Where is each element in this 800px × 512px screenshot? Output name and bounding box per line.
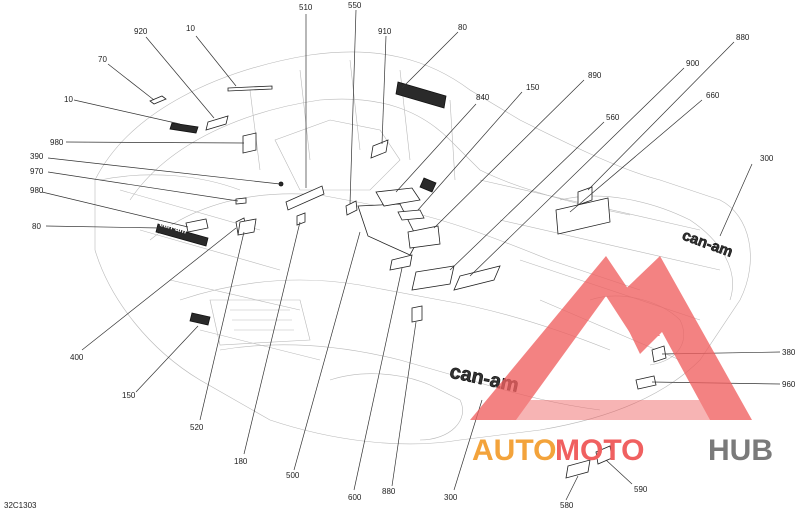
part-decal-900 <box>453 265 501 291</box>
watermark-text: AUTO MOTO HUB <box>472 434 773 467</box>
callout-600: 600 <box>348 493 362 502</box>
part-decal-70 <box>149 95 167 105</box>
decal-parts <box>149 81 667 479</box>
callout-840: 840 <box>476 93 490 102</box>
callout-890: 890 <box>588 71 602 80</box>
part-decal-980-top <box>242 132 257 154</box>
callout-550: 550 <box>348 1 362 10</box>
callout-510: 510 <box>299 3 313 12</box>
callout-970: 970 <box>30 167 44 176</box>
callout-labels: 10 920 70 10 980 390 970 980 80 400 150 … <box>4 1 796 510</box>
part-decal-960 <box>635 375 657 390</box>
part-decal-550 <box>345 200 358 216</box>
callout-380: 380 <box>782 348 796 357</box>
callout-80-top: 80 <box>458 23 467 32</box>
watermark-logo <box>470 256 752 420</box>
part-decal-150-console <box>419 177 437 193</box>
part-decal-10-side <box>169 122 199 134</box>
watermark-word-moto: MOTO <box>555 434 644 467</box>
callout-580: 580 <box>560 501 574 510</box>
callout-880-top: 880 <box>736 33 750 42</box>
part-decal-660 <box>555 197 611 235</box>
part-decal-890 <box>407 225 441 249</box>
callout-980-top: 980 <box>50 138 64 147</box>
callout-920: 920 <box>134 27 148 36</box>
part-decal-150-side <box>189 312 211 326</box>
callout-70: 70 <box>98 55 107 64</box>
callout-560: 560 <box>606 113 620 122</box>
part-decal-910 <box>370 139 389 159</box>
callout-980-side: 980 <box>30 186 44 195</box>
part-decal-880-rear <box>577 186 593 206</box>
vehicle-frame-outline <box>94 51 751 445</box>
callout-150-top: 150 <box>526 83 540 92</box>
part-decal-520 <box>237 218 257 236</box>
part-decal-580 <box>565 459 591 479</box>
part-decal-980-side <box>185 218 209 233</box>
part-decal-10-top <box>227 85 273 92</box>
callout-390: 390 <box>30 152 44 161</box>
callout-500: 500 <box>286 471 300 480</box>
watermark-word-hub: HUB <box>708 434 773 467</box>
part-decal-380 <box>651 345 667 363</box>
part-decal-840 <box>375 187 421 207</box>
callout-910: 910 <box>378 27 392 36</box>
callout-900: 900 <box>686 59 700 68</box>
callout-80-side: 80 <box>32 222 41 231</box>
part-decal-560 <box>411 265 455 291</box>
callout-400: 400 <box>70 353 84 362</box>
watermark-word-auto: AUTO <box>472 434 556 467</box>
part-decal-150-top <box>397 209 425 221</box>
callout-10-top: 10 <box>186 24 195 33</box>
callout-960: 960 <box>782 380 796 389</box>
part-decal-600 <box>389 254 413 271</box>
part-decal-80-side <box>155 223 209 247</box>
watermark-triangle-right <box>614 256 752 420</box>
part-decal-80-top <box>395 81 447 109</box>
watermark-triangle-left <box>470 256 660 420</box>
part-decal-880-small <box>411 305 423 323</box>
diagram-code: 32C1303 <box>4 501 37 510</box>
callout-520: 520 <box>190 423 204 432</box>
part-decal-970 <box>235 197 247 205</box>
watermark-triangle-base <box>490 400 740 420</box>
part-decal-590 <box>595 445 613 465</box>
callout-880-bottom: 880 <box>382 487 396 496</box>
callout-300-right: 300 <box>760 154 774 163</box>
part-decal-510 <box>285 185 325 211</box>
callout-590: 590 <box>634 485 648 494</box>
brand-decal-rear: can-am <box>680 227 735 261</box>
callout-10-side: 10 <box>64 95 73 104</box>
callout-150-side: 150 <box>122 391 136 400</box>
part-decal-180 <box>296 212 306 226</box>
callout-180: 180 <box>234 457 248 466</box>
callout-300-bottom: 300 <box>444 493 458 502</box>
part-decal-920 <box>205 115 229 131</box>
callout-660: 660 <box>706 91 720 100</box>
